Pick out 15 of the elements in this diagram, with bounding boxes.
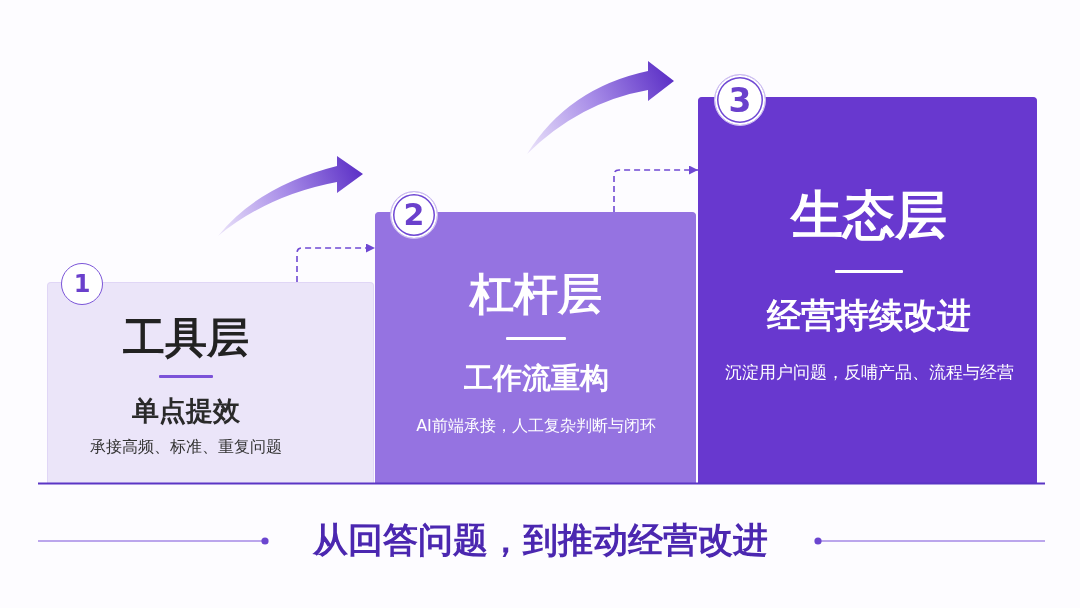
number-circle: 3 — [714, 74, 766, 126]
layer-description: 沉淀用户问题，反哺产品、流程与经营 — [724, 363, 1014, 383]
number-circle: 1 — [61, 263, 103, 305]
caption: 从回答问题，到推动经营改进 — [312, 519, 768, 561]
layer-subtitle: 工作流重构 — [463, 362, 609, 396]
layer-title: 杠杆层 — [470, 268, 602, 320]
number-circle: 2 — [390, 191, 438, 239]
dashed-arrow — [296, 243, 376, 283]
layer-title: 工具层 — [123, 313, 249, 363]
layer-description: AI前端承接，人工复杂判断与闭环 — [416, 416, 656, 436]
layer-subtitle: 经营持续改进 — [767, 296, 971, 336]
dashed-arrow — [613, 165, 699, 213]
layer-title: 生态层 — [791, 186, 947, 246]
layer-description: 承接高频、标准、重复问题 — [90, 437, 282, 457]
layer-subtitle: 单点提效 — [132, 395, 240, 427]
